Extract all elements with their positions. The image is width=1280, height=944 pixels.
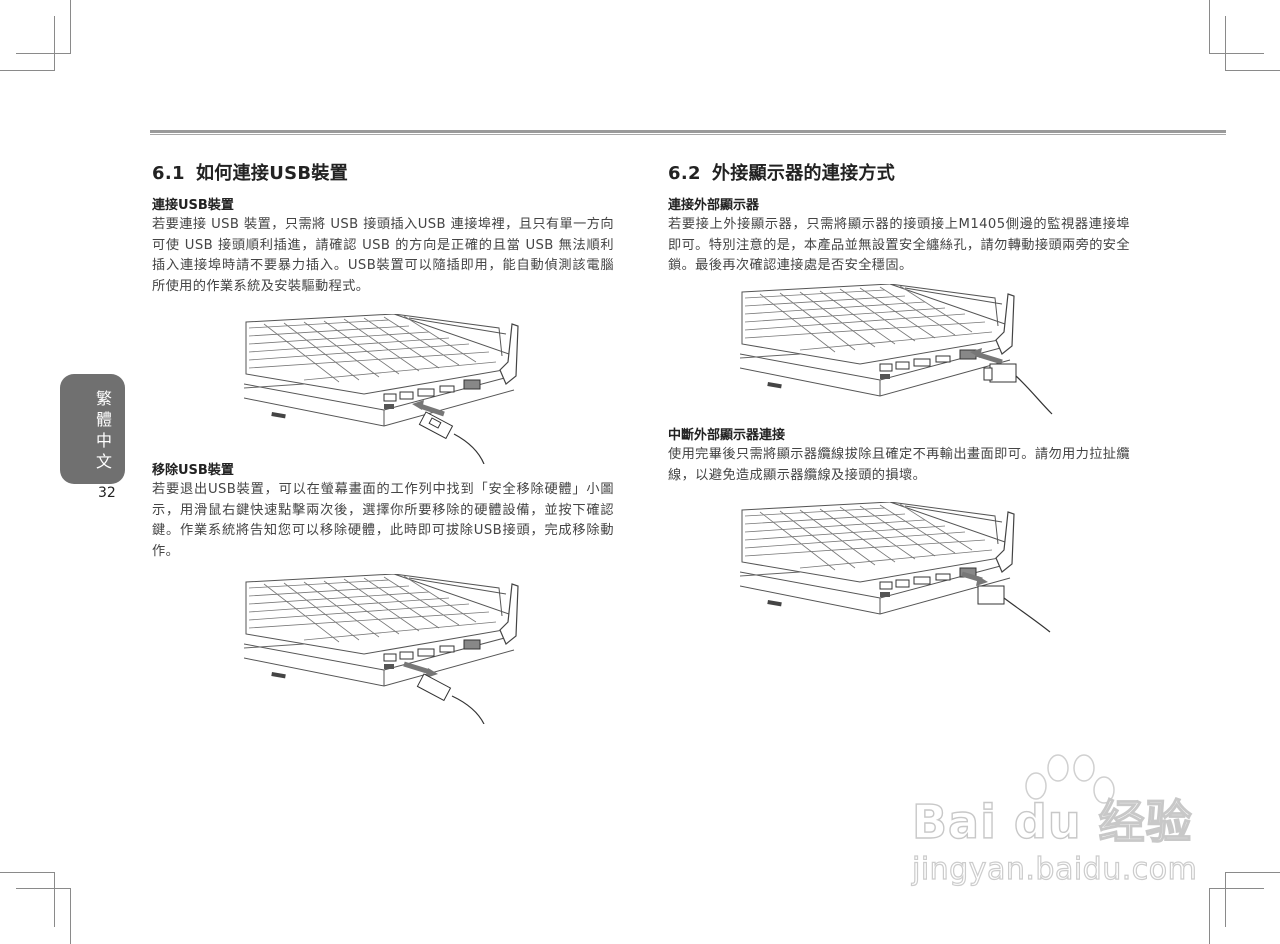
baidu-watermark: Bai du 经验 jingyan.baidu.com <box>906 752 1202 902</box>
language-tab: 繁體中文 <box>60 374 125 484</box>
section-6-1-remove: 移除USB裝置 若要退出USB裝置，可以在螢幕畫面的工作列中找到「安全移除硬體」… <box>152 462 614 562</box>
paragraph: 若要接上外接顯示器，只需將顯示器的接頭接上M1405側邊的監視器連接埠即可。特別… <box>668 217 1130 273</box>
laptop-usb-insert-illustration <box>244 314 534 464</box>
language-tab-label: 繁體中文 <box>95 389 112 471</box>
subsection-heading: 連接USB裝置 <box>152 198 234 213</box>
subsection-heading: 移除USB裝置 <box>152 463 234 478</box>
watermark-url: jingyan.baidu.com <box>911 851 1198 887</box>
laptop-vga-disconnect-illustration <box>740 502 1060 642</box>
section-6-2-disconnect: 中斷外部顯示器連接 使用完畢後只需將顯示器纜線拔除且確定不再輸出畫面即可。請勿用… <box>668 427 1130 486</box>
paragraph: 使用完畢後只需將顯示器纜線拔除且確定不再輸出畫面即可。請勿用力拉扯纜線，以避免造… <box>668 447 1130 483</box>
laptop-usb-remove-illustration <box>244 574 534 724</box>
header-rule <box>150 130 1226 133</box>
watermark-brand: Bai du 经验 <box>911 794 1193 849</box>
laptop-vga-connect-illustration <box>740 284 1060 424</box>
paragraph: 若要退出USB裝置，可以在螢幕畫面的工作列中找到「安全移除硬體」小圖示，用滑鼠右… <box>152 482 614 559</box>
paragraph: 若要連接 USB 裝置，只需將 USB 接頭插入USB 連接埠裡，且只有單一方向… <box>152 217 614 294</box>
subsection-heading: 中斷外部顯示器連接 <box>668 428 786 443</box>
page-number: 32 <box>98 485 116 501</box>
paw-icon <box>1025 754 1115 804</box>
header-rule-thin <box>150 134 1226 135</box>
subsection-heading: 連接外部顯示器 <box>668 198 760 213</box>
